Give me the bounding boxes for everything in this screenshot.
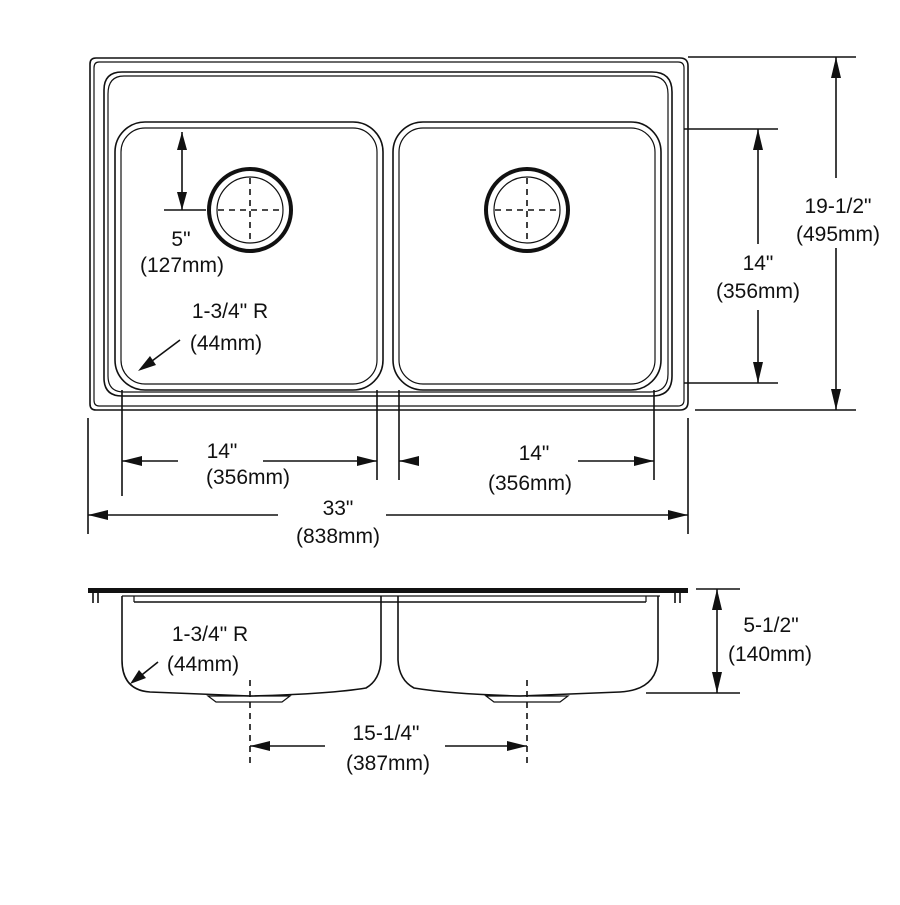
overall-width-metric: (838mm) <box>296 525 380 548</box>
corner-radius-callout: 1-3/4" R (44mm) <box>138 300 268 371</box>
overall-width-imperial: 33" <box>323 497 354 520</box>
drain-spacing-imperial: 15-1/4" <box>353 722 420 745</box>
side-view: 1-3/4" R (44mm) 5-1/2" (140mm) 15-1/4" (… <box>88 588 812 775</box>
side-corner-radius-metric: (44mm) <box>167 653 239 676</box>
right-bowl <box>392 121 662 391</box>
drain-offset-dimension: 5" (127mm) <box>140 132 224 277</box>
left-bowl-width-metric: (356mm) <box>206 466 290 489</box>
top-view: 5" (127mm) 1-3/4" R (44mm) 14" (356mm) <box>87 56 880 548</box>
left-bowl-width-dimension: 14" (356mm) <box>122 440 377 489</box>
drain-spacing-dimension: 15-1/4" (387mm) <box>250 722 527 775</box>
top-flange <box>88 588 688 593</box>
left-bowl-width-imperial: 14" <box>207 440 238 463</box>
outer-rim <box>89 57 689 411</box>
drain-offset-imperial: 5" <box>171 228 190 251</box>
right-bowl-profile <box>397 596 659 697</box>
overall-length-metric: (495mm) <box>796 223 880 246</box>
left-bowl <box>114 121 384 391</box>
overall-length-dimension: 19-1/2" (495mm) <box>688 56 880 411</box>
bowl-length-imperial: 14" <box>743 252 774 275</box>
drain-spacing-metric: (387mm) <box>346 752 430 775</box>
corner-radius-metric: (44mm) <box>190 332 262 355</box>
corner-radius-imperial: 1-3/4" R <box>192 300 268 323</box>
bowl-length-metric: (356mm) <box>716 280 800 303</box>
depth-imperial: 5-1/2" <box>743 614 798 637</box>
left-drain-icon <box>207 167 293 253</box>
right-bowl-width-metric: (356mm) <box>488 472 572 495</box>
right-bowl-width-dimension: 14" (356mm) <box>399 442 654 495</box>
right-drain-icon <box>484 167 570 253</box>
overall-width-dimension: 33" (838mm) <box>88 497 688 548</box>
side-corner-radius-callout: 1-3/4" R (44mm) <box>130 623 248 684</box>
drain-offset-metric: (127mm) <box>140 254 224 277</box>
right-bowl-width-imperial: 14" <box>519 442 550 465</box>
overall-length-imperial: 19-1/2" <box>805 195 872 218</box>
depth-dimension: 5-1/2" (140mm) <box>646 588 812 694</box>
inner-rim <box>103 71 673 397</box>
side-corner-radius-imperial: 1-3/4" R <box>172 623 248 646</box>
mounting-clip-icon <box>92 593 681 603</box>
bowl-length-dimension: 14" (356mm) <box>684 128 800 384</box>
left-bowl-profile <box>121 596 382 697</box>
depth-metric: (140mm) <box>728 643 812 666</box>
